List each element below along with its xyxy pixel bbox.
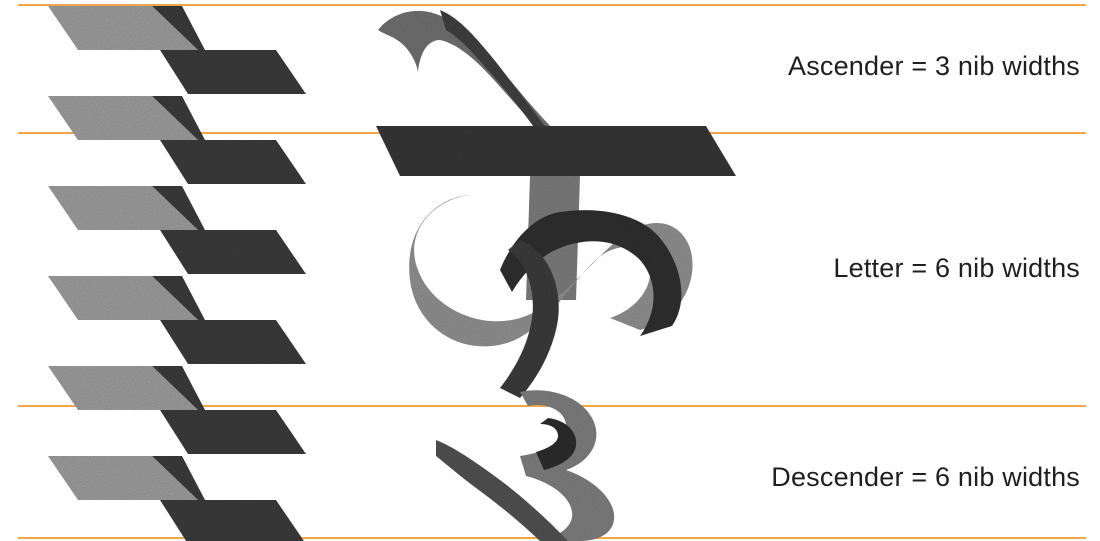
ascender-stroke-dark [440, 10, 548, 130]
nib-mark-dark [160, 500, 306, 541]
nib-mark-dark [160, 230, 306, 274]
nib-width-marks [48, 6, 306, 541]
nib-mark-dark [160, 50, 306, 94]
devanagari-letter-glyph [376, 10, 736, 541]
letter-label: Letter = 6 nib widths [833, 252, 1080, 284]
nib-mark-dark [160, 410, 306, 454]
headline-bar [376, 126, 736, 176]
ascender-label: Ascender = 3 nib widths [788, 50, 1080, 82]
nib-mark-dark [160, 320, 306, 364]
nib-mark-dark [160, 140, 306, 184]
descender-label: Descender = 6 nib widths [771, 461, 1080, 493]
